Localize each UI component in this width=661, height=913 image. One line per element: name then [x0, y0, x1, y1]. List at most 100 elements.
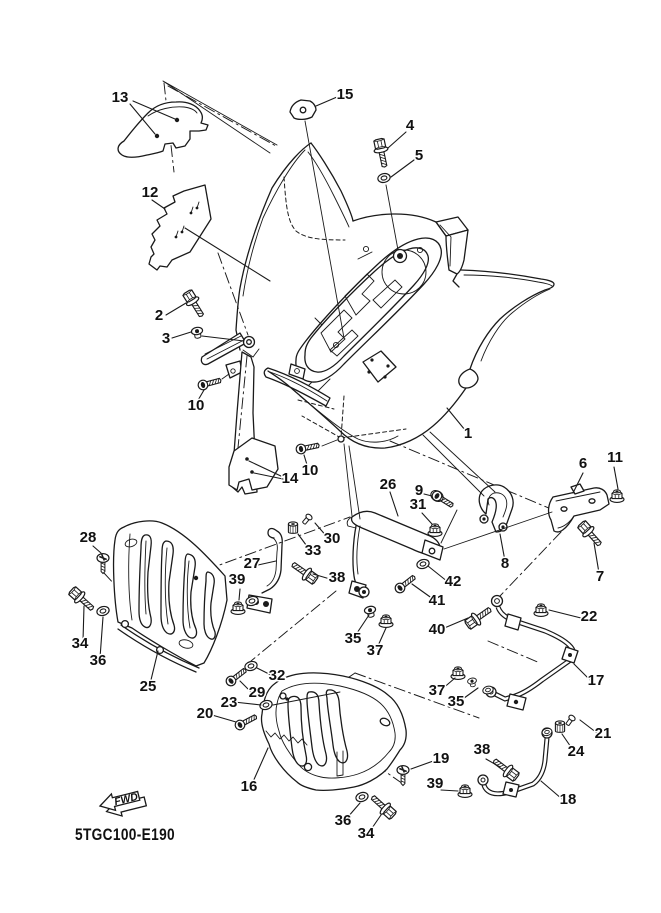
callout-21: 21: [595, 725, 612, 742]
bolt-38a: [287, 557, 321, 587]
callout-35: 35: [448, 693, 465, 710]
washer-35b-cup: [466, 676, 479, 689]
callout-32: 32: [269, 667, 286, 684]
callout-29: 29: [249, 684, 266, 701]
fwd-arrow: FWD: [98, 791, 148, 817]
part-14-flap: [228, 437, 279, 491]
callout-10: 10: [188, 397, 205, 414]
fwd-label: FWD: [113, 791, 140, 809]
part-13-guard-flap: [117, 101, 209, 158]
callout-31: 31: [410, 496, 427, 513]
part-25-heel-guard-left: [112, 520, 228, 673]
callout-34: 34: [72, 635, 89, 652]
callout-42: 42: [445, 573, 462, 590]
washer-35a: [363, 604, 378, 619]
part-15-plate: [289, 99, 317, 121]
callout-35: 35: [345, 630, 362, 647]
callout-27: 27: [244, 555, 261, 572]
callout-6: 6: [579, 455, 587, 472]
bolt-4: [371, 137, 393, 170]
callout-1: 1: [464, 425, 472, 442]
bolt-40: [462, 602, 496, 632]
callout-37: 37: [367, 642, 384, 659]
callout-10: 10: [302, 462, 319, 479]
callout-23: 23: [221, 694, 238, 711]
washer-36a: [95, 604, 111, 618]
callout-9: 9: [415, 482, 423, 499]
callout-34: 34: [358, 825, 375, 842]
callout-39: 39: [229, 571, 246, 588]
nut-39a: [230, 601, 246, 615]
collar-33: [287, 521, 299, 534]
callout-22: 22: [581, 608, 598, 625]
pin-21: [563, 713, 577, 728]
callout-26: 26: [380, 476, 397, 493]
callout-24: 24: [568, 743, 585, 760]
callout-3: 3: [162, 330, 170, 347]
callout-25: 25: [140, 678, 157, 695]
nut-22: [533, 603, 549, 617]
screw-19: [396, 764, 410, 787]
callout-30: 30: [324, 530, 341, 547]
callout-33: 33: [305, 542, 322, 559]
bolt-34b: [366, 791, 399, 822]
callout-41: 41: [429, 592, 446, 609]
callout-28: 28: [80, 529, 97, 546]
callout-2: 2: [155, 307, 163, 324]
part-8-clamp: [478, 484, 514, 533]
callout-36: 36: [335, 812, 352, 829]
washer-5: [376, 171, 392, 185]
callout-7: 7: [596, 568, 604, 585]
part-26-stay: [346, 510, 444, 599]
callout-5: 5: [415, 147, 423, 164]
callout-19: 19: [433, 750, 450, 767]
callout-15: 15: [337, 86, 354, 103]
screw-10b: [294, 439, 321, 456]
screw-41: [392, 572, 419, 596]
nut-37b: [450, 666, 466, 680]
bolt-38b: [489, 754, 522, 784]
callout-12: 12: [142, 184, 159, 201]
part-6-bracket: [547, 483, 610, 533]
nut-11: [609, 489, 625, 503]
collar-24: [554, 720, 566, 733]
washer-3: [190, 325, 205, 340]
part-12-sheet: [148, 184, 212, 271]
screw-9-washer: [430, 489, 444, 503]
washer-42: [415, 557, 431, 571]
callout-13: 13: [112, 89, 129, 106]
bolt-34a: [66, 584, 99, 615]
part-17-pipe: [485, 594, 579, 711]
fasteners: [66, 137, 625, 822]
screw-20: [232, 711, 260, 733]
callout-labels: 1234567891010111213141516171819202122232…: [70, 85, 624, 844]
callout-17: 17: [588, 672, 605, 689]
screw-28: [96, 552, 110, 575]
callout-11: 11: [607, 449, 623, 466]
callout-16: 16: [241, 778, 258, 795]
callout-8: 8: [501, 555, 509, 572]
leader-lines: [82, 96, 619, 832]
callout-37: 37: [429, 682, 446, 699]
part-16-heel-guard-right: [260, 672, 407, 792]
part-18-pipe: [477, 727, 553, 798]
callout-14: 14: [282, 470, 299, 487]
callout-20: 20: [197, 705, 214, 722]
washer-36b: [354, 790, 370, 804]
callout-36: 36: [90, 652, 107, 669]
nut-31: [427, 523, 443, 537]
screw-10a: [196, 374, 223, 392]
pin-30: [300, 512, 314, 527]
callout-38: 38: [329, 569, 346, 586]
callout-39: 39: [427, 775, 444, 792]
diagram-code: 5TGC100-E190: [75, 826, 175, 844]
screw-29: [223, 665, 250, 689]
nut-39b: [457, 784, 473, 798]
callout-38: 38: [474, 741, 491, 758]
bolt-7: [575, 518, 606, 551]
nut-37a: [378, 614, 394, 628]
callout-4: 4: [406, 117, 415, 134]
callout-18: 18: [560, 791, 577, 808]
